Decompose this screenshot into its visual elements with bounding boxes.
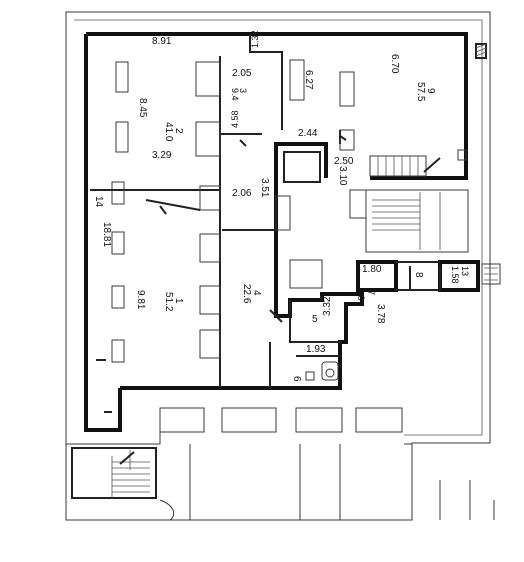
annex-detail [481, 263, 501, 285]
dim-3-10: 3.10 [337, 166, 348, 186]
dim-6-27: 6.27 [303, 70, 314, 90]
wall-piers [111, 59, 367, 363]
dim-3-32: 3.32 [322, 296, 333, 316]
exterior-wall [84, 32, 468, 432]
dim-1-32: 1.32 [250, 30, 260, 48]
dim-2-50: 2.50 [334, 156, 354, 167]
toilet-fixture [305, 361, 339, 381]
room-labels: 8.91 1.32 2.05 6.27 6.70 8.45 3.29 4.58 … [93, 30, 470, 382]
dim-top-width: 8.91 [152, 36, 172, 47]
room-13-area: 1.58 [450, 266, 460, 284]
room-7-area: 6.8 [356, 288, 366, 301]
dim-14: 14 [93, 196, 104, 208]
dim-18-81: 18.81 [101, 222, 112, 247]
outer-outline [65, 11, 491, 521]
room-9-area: 57.5 [415, 82, 426, 102]
room-7-number: 7 [366, 290, 376, 295]
dim-3-78: 3.78 [375, 304, 386, 324]
corner-hatch [475, 43, 487, 59]
room-8-number: 8 [413, 272, 424, 278]
entry-stair [71, 447, 157, 499]
room-2-area: 41.0 [163, 122, 174, 142]
dim-4-58: 4.58 [230, 110, 240, 128]
room-3-area: 9.4 [230, 88, 240, 101]
room-1-number: 1 [173, 298, 184, 304]
room-5-number: 5 [312, 314, 318, 325]
dim-9-81: 9.81 [135, 290, 146, 310]
room-4-area: 22.6 [241, 284, 252, 304]
dim-1-80: 1.80 [362, 264, 382, 275]
room-2-number: 2 [173, 128, 184, 134]
room-1-area: 51.2 [163, 292, 174, 312]
annex-inner [396, 261, 441, 291]
room-3-number: 3 [238, 88, 248, 93]
room-9-number: 9 [425, 88, 436, 94]
dim-3-51: 3.51 [259, 178, 270, 198]
bottom-blocks [66, 407, 495, 521]
room-6-number: 6 [291, 376, 302, 382]
outer-outline-inner [74, 19, 483, 436]
stairwell [283, 149, 469, 253]
door-marks [96, 135, 347, 413]
dim-2-05: 2.05 [232, 68, 252, 79]
dim-6-70: 6.70 [389, 54, 400, 74]
room-4-number: 4 [251, 290, 262, 296]
dim-3-29: 3.29 [152, 150, 172, 161]
dim-1-93: 1.93 [306, 344, 326, 355]
dim-8-45: 8.45 [137, 98, 148, 118]
dim-2-44: 2.44 [298, 128, 318, 139]
room-13-number: 13 [460, 266, 470, 276]
dim-2-06: 2.06 [232, 188, 252, 199]
